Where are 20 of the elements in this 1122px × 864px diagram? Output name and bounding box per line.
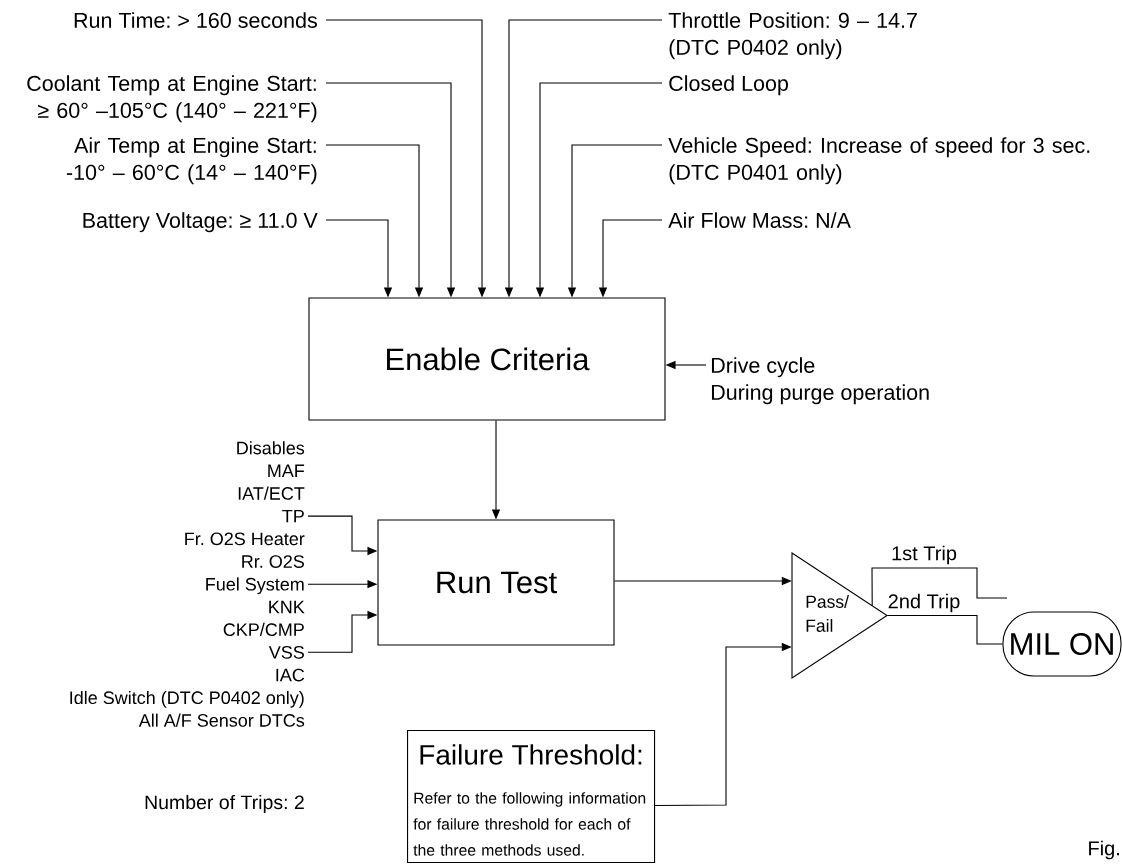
note-text: Drive cycle During purge operation <box>711 357 929 405</box>
note-text: Number of Trips: 2 <box>145 794 304 814</box>
threshold-box: Failure Threshold: Refer to the following information for failure threshold for each of the three methods used. <box>407 730 656 864</box>
criteria-text: Air Flow Mass: N/A <box>668 212 851 228</box>
process-box: Enable Criteria <box>308 297 666 421</box>
criteria-text: Closed Loop <box>669 75 788 96</box>
criteria-text: Throttle Position: 9 – 14.7 (DTC P0402 only) <box>668 12 917 60</box>
figure-label: Fig. <box>1089 840 1119 860</box>
edge-label: 1st Trip <box>890 544 958 566</box>
criteria-text: Run Time: > 160 seconds <box>74 12 317 28</box>
status-pill: MIL ON <box>1002 611 1122 677</box>
disable-list: Disables MAF IAT/ECT TP Fr. O2S Heater Rr. O2S Fuel System KNK CKP/CMP VSS IAC Idle Switch (DTC P0402 only) All A/F Sensor DTCs <box>70 441 305 727</box>
connector-line <box>886 614 1003 645</box>
criteria-text: Air Temp at Engine Start: -10° – 60°C (14° – 140°F) <box>66 137 317 185</box>
process-box: Run Test <box>377 519 615 646</box>
edge-label: 2nd Trip <box>886 592 962 614</box>
criteria-text: Battery Voltage: ≥ 11.0 V <box>83 212 318 233</box>
criteria-text: Coolant Temp at Engine Start: ≥ 60° –105°C (140° – 221°F) <box>27 75 317 123</box>
criteria-text: Vehicle Speed: Increase of speed for 3 sec. (DTC P0401 only) <box>668 137 1090 185</box>
connector-line <box>871 567 1008 607</box>
